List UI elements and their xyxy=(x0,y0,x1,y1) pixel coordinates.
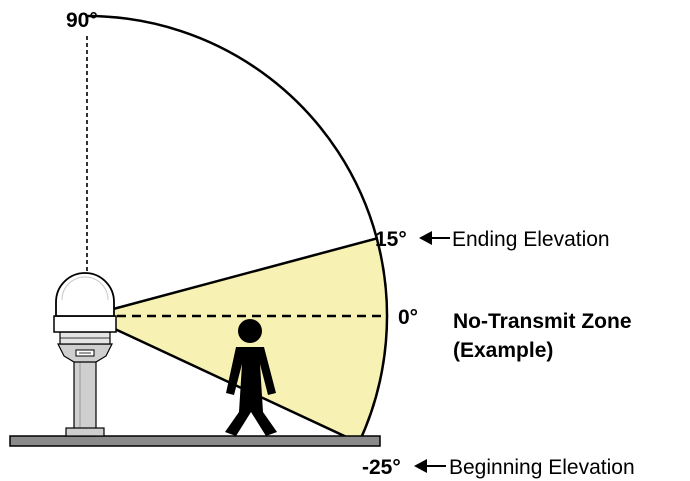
deck-platform xyxy=(9,435,381,447)
angle-90-label: 90° xyxy=(66,9,98,32)
left-arrow-icon xyxy=(414,459,446,473)
zone-subtitle-label: (Example) xyxy=(453,339,553,362)
ending-elevation-label: Ending Elevation xyxy=(452,228,610,251)
person-silhouette-icon xyxy=(225,319,277,436)
left-arrow-icon xyxy=(419,231,450,245)
no-transmit-zone-wedge xyxy=(83,236,389,445)
marine-satellite-antenna-icon xyxy=(53,272,117,437)
angle-neg25-label: -25° xyxy=(362,456,401,479)
angle-0-label: 0° xyxy=(398,306,418,329)
zone-title-label: No-Transmit Zone xyxy=(453,310,632,333)
beginning-elevation-label: Beginning Elevation xyxy=(449,456,635,479)
angle-15-label: 15° xyxy=(375,228,407,251)
elevation-arc xyxy=(86,14,379,239)
